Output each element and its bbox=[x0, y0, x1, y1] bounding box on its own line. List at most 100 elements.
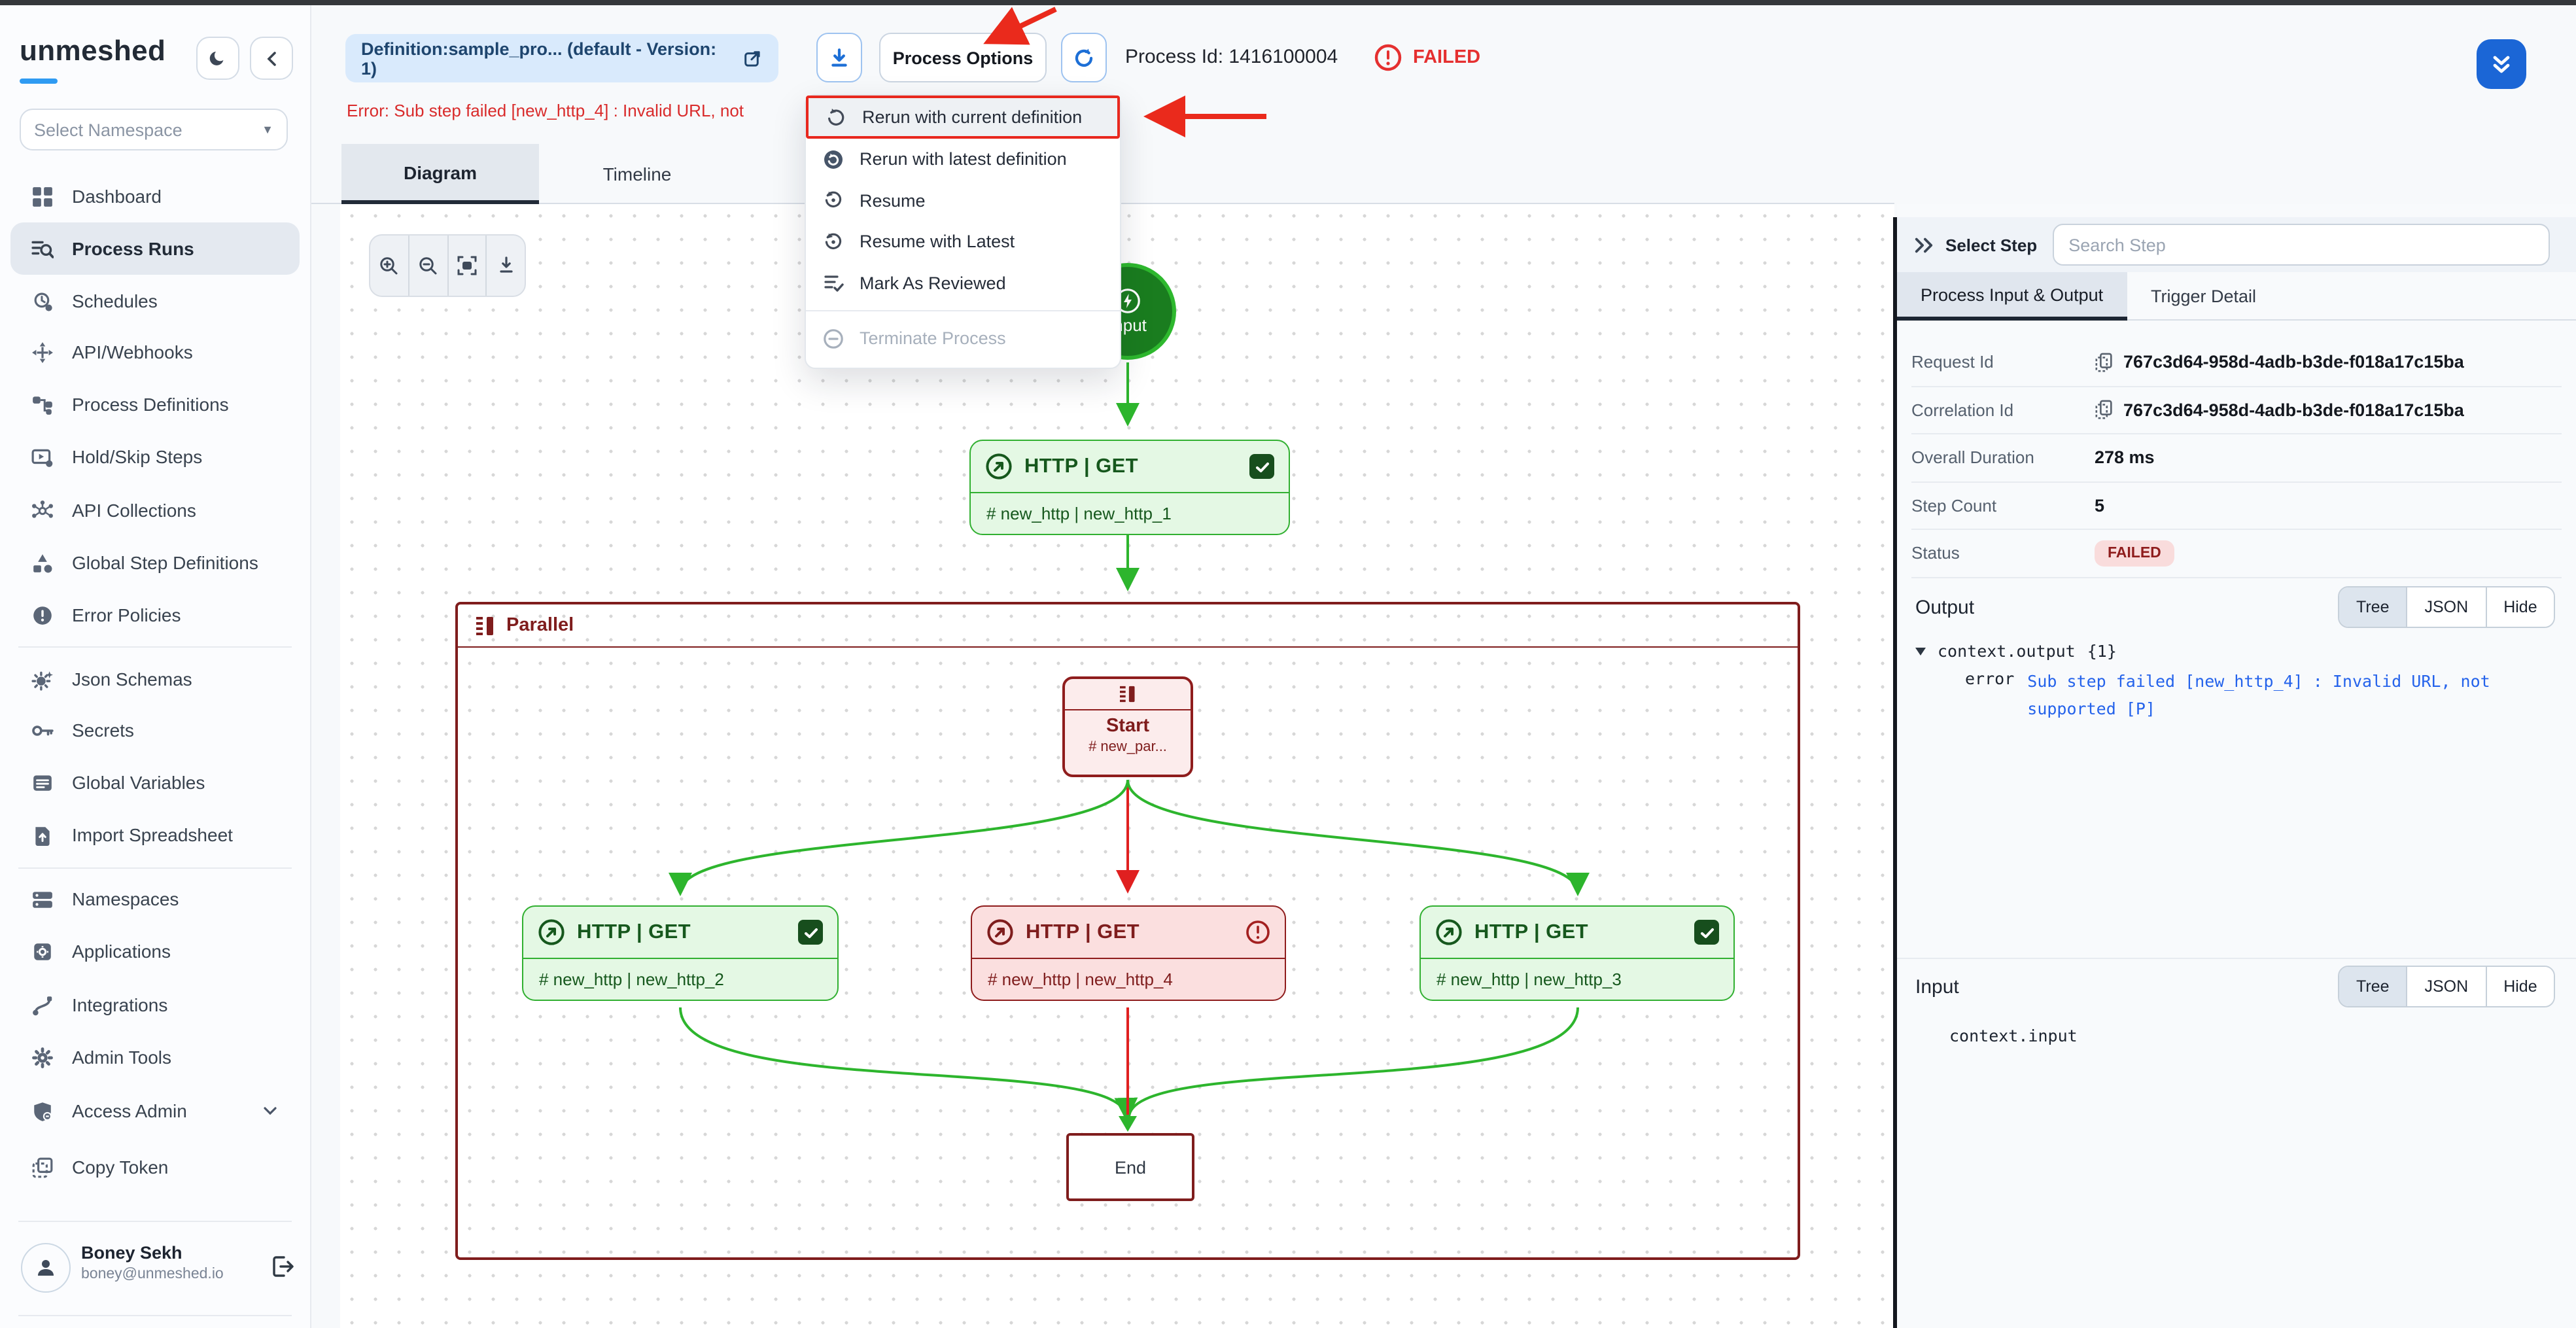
end-node[interactable]: End bbox=[1066, 1133, 1194, 1201]
sidebar-item-global-step-definitions[interactable]: Global Step Definitions bbox=[10, 536, 300, 589]
parallel-start-icon-area bbox=[1065, 679, 1191, 710]
menu-item-mark-as-reviewed[interactable]: Mark As Reviewed bbox=[806, 262, 1120, 304]
field-row-status: Status FAILED bbox=[1911, 530, 2562, 578]
output-hide-button[interactable]: Hide bbox=[2485, 587, 2554, 627]
sidebar-item-label: Applications bbox=[72, 941, 171, 962]
step-node-title: HTTP | GET bbox=[577, 920, 691, 943]
sidebar-item-secrets[interactable]: Secrets bbox=[10, 704, 300, 756]
output-view-switcher: Tree JSON Hide bbox=[2338, 586, 2556, 628]
tab-timeline[interactable]: Timeline bbox=[602, 164, 672, 184]
output-tree-button[interactable]: Tree bbox=[2339, 587, 2407, 627]
definition-chip-label: Definition:sample_pro... (default - Vers… bbox=[361, 39, 717, 78]
sidebar-item-label: Process Definitions bbox=[72, 394, 229, 415]
step-node-new-http-1[interactable]: HTTP | GET # new_http | new_http_1 bbox=[969, 440, 1290, 535]
refresh-button[interactable] bbox=[1061, 33, 1107, 82]
sidebar-item-namespaces[interactable]: Namespaces bbox=[10, 873, 300, 925]
terminate-icon bbox=[824, 328, 843, 349]
field-label: Status bbox=[1911, 543, 1960, 563]
logout-button[interactable] bbox=[268, 1253, 297, 1282]
avatar bbox=[21, 1243, 71, 1293]
field-value-text: 5 bbox=[2095, 495, 2105, 515]
tab-trigger-detail[interactable]: Trigger Detail bbox=[2151, 287, 2257, 306]
sidebar-item-schedules[interactable]: Schedules bbox=[10, 275, 300, 327]
copy-icon[interactable] bbox=[2095, 400, 2114, 421]
fit-view-button[interactable] bbox=[447, 236, 486, 296]
output-section-title: Output bbox=[1915, 597, 1975, 619]
sidebar-item-process-definitions[interactable]: Process Definitions bbox=[10, 378, 300, 430]
download-icon bbox=[831, 48, 847, 66]
sidebar-item-process-runs[interactable]: Process Runs bbox=[10, 222, 300, 275]
sidebar-item-import-spreadsheet[interactable]: Import Spreadsheet bbox=[10, 809, 300, 861]
sidebar: unmeshed Select Namespace ▼ Dashboard Pr… bbox=[0, 5, 311, 1328]
step-node-new-http-3[interactable]: HTTP | GET # new_http | new_http_3 bbox=[1419, 905, 1735, 1001]
namespace-select[interactable]: Select Namespace ▼ bbox=[20, 109, 288, 150]
sidebar-item-global-variables[interactable]: Global Variables bbox=[10, 756, 300, 809]
sidebar-divider bbox=[18, 867, 292, 869]
zoom-in-button[interactable] bbox=[370, 236, 408, 296]
sidebar-item-label: Schedules bbox=[72, 290, 158, 311]
step-node-new-http-2[interactable]: HTTP | GET # new_http | new_http_2 bbox=[522, 905, 839, 1001]
input-json-button[interactable]: JSON bbox=[2406, 967, 2486, 1006]
sidebar-item-access-admin[interactable]: Access Admin bbox=[10, 1085, 300, 1137]
input-hide-button[interactable]: Hide bbox=[2485, 967, 2554, 1006]
menu-item-label: Rerun with latest definition bbox=[860, 149, 1067, 169]
menu-item-label: Rerun with current definition bbox=[862, 107, 1083, 127]
sidebar-item-integrations[interactable]: Integrations bbox=[10, 979, 300, 1031]
api-collections-icon bbox=[32, 500, 53, 517]
sidebar-item-error-policies[interactable]: Error Policies bbox=[10, 589, 300, 641]
menu-item-terminate-process[interactable]: Terminate Process bbox=[806, 318, 1120, 359]
field-row-overall-duration: Overall Duration 278 ms bbox=[1911, 434, 2562, 482]
http-icon bbox=[1436, 919, 1462, 945]
parallel-start-node[interactable]: Start # new_par... bbox=[1062, 676, 1193, 777]
sidebar-item-label: Copy Token bbox=[72, 1157, 169, 1178]
zoom-out-button[interactable] bbox=[408, 236, 447, 296]
step-node-new-http-4[interactable]: HTTP | GET # new_http | new_http_4 bbox=[971, 905, 1286, 1001]
tree-collapse-caret[interactable] bbox=[1915, 647, 1926, 655]
success-check-icon bbox=[798, 920, 823, 945]
process-options-button[interactable]: Process Options bbox=[879, 33, 1047, 82]
sidebar-item-applications[interactable]: Applications bbox=[10, 925, 300, 977]
start-node-title: Start bbox=[1105, 716, 1150, 737]
right-panel: Select Step Process Input & Output Trigg… bbox=[1897, 204, 2576, 1328]
step-node-subtitle: # new_http | new_http_3 bbox=[1436, 970, 1622, 989]
parallel-icon bbox=[476, 616, 493, 635]
output-tree-root-row[interactable]: context.output {1} bbox=[1915, 641, 2117, 661]
dark-mode-toggle[interactable] bbox=[196, 37, 239, 80]
sidebar-item-hold-skip-steps[interactable]: Hold/Skip Steps bbox=[10, 430, 300, 483]
menu-item-resume-with-latest[interactable]: Resume with Latest bbox=[806, 221, 1120, 262]
parallel-header: Parallel bbox=[458, 604, 1798, 648]
search-step-input[interactable] bbox=[2053, 224, 2550, 266]
definition-chip[interactable]: Definition:sample_pro... (default - Vers… bbox=[345, 34, 778, 82]
sidebar-item-copy-token[interactable]: Copy Token bbox=[10, 1141, 300, 1193]
sidebar-item-dashboard[interactable]: Dashboard bbox=[10, 170, 300, 222]
open-definition-icon bbox=[744, 51, 760, 67]
tab-diagram[interactable]: Diagram bbox=[341, 144, 539, 204]
menu-divider bbox=[806, 310, 1120, 311]
sidebar-item-api-collections[interactable]: API Collections bbox=[10, 484, 300, 536]
copy-icon[interactable] bbox=[2095, 352, 2114, 373]
double-chevron-right-icon[interactable] bbox=[1914, 235, 1934, 254]
sidebar-item-api-webhooks[interactable]: API/Webhooks bbox=[10, 326, 300, 378]
status-badge: FAILED bbox=[2095, 540, 2174, 567]
sidebar-collapse-button[interactable] bbox=[250, 37, 293, 80]
step-status bbox=[1694, 920, 1719, 945]
sidebar-item-json-schemas[interactable]: Json Schemas bbox=[10, 653, 300, 705]
download-definition-button[interactable] bbox=[816, 33, 862, 82]
tab-process-input-output[interactable]: Process Input & Output bbox=[1897, 272, 2127, 321]
menu-item-rerun-current[interactable]: Rerun with current definition bbox=[806, 96, 1120, 139]
download-image-button[interactable] bbox=[485, 236, 525, 296]
step-status bbox=[798, 920, 823, 945]
parallel-container-node[interactable]: Parallel bbox=[455, 602, 1800, 1260]
menu-item-rerun-latest[interactable]: Rerun with latest definition bbox=[806, 139, 1120, 180]
sidebar-item-admin-tools[interactable]: Admin Tools bbox=[10, 1031, 300, 1083]
double-chevron-down-icon bbox=[2493, 56, 2510, 73]
error-policies-icon bbox=[33, 606, 52, 624]
output-json-button[interactable]: JSON bbox=[2406, 587, 2486, 627]
moon-icon bbox=[209, 51, 224, 65]
scroll-down-badge[interactable] bbox=[2477, 39, 2526, 89]
global-step-definitions-icon bbox=[33, 553, 52, 572]
step-node-header: HTTP | GET bbox=[523, 907, 837, 959]
input-tree-button[interactable]: Tree bbox=[2339, 967, 2407, 1006]
menu-item-resume[interactable]: Resume bbox=[806, 180, 1120, 221]
success-check-icon bbox=[1694, 920, 1719, 945]
